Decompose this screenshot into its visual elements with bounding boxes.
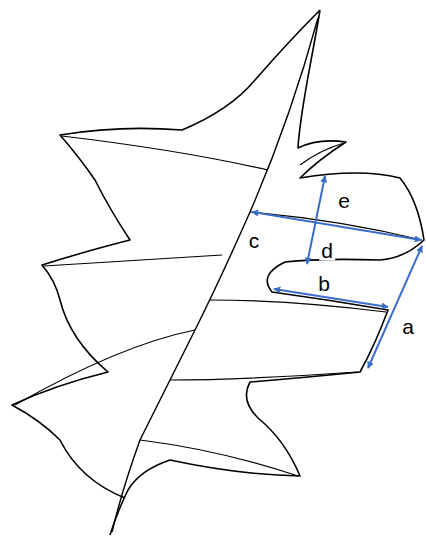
dimension-label: d	[319, 240, 335, 261]
arrow-d	[252, 212, 421, 240]
leaf-veins	[15, 136, 422, 476]
measure-arrows	[252, 176, 422, 368]
dimension-label: b	[316, 273, 332, 294]
dimension-label: a	[400, 316, 416, 337]
dimension-label: e	[336, 190, 352, 211]
arrow-a	[368, 246, 422, 368]
leaf-outline	[12, 10, 424, 535]
dimension-label: c	[247, 230, 262, 251]
leaf-midrib	[112, 18, 318, 532]
